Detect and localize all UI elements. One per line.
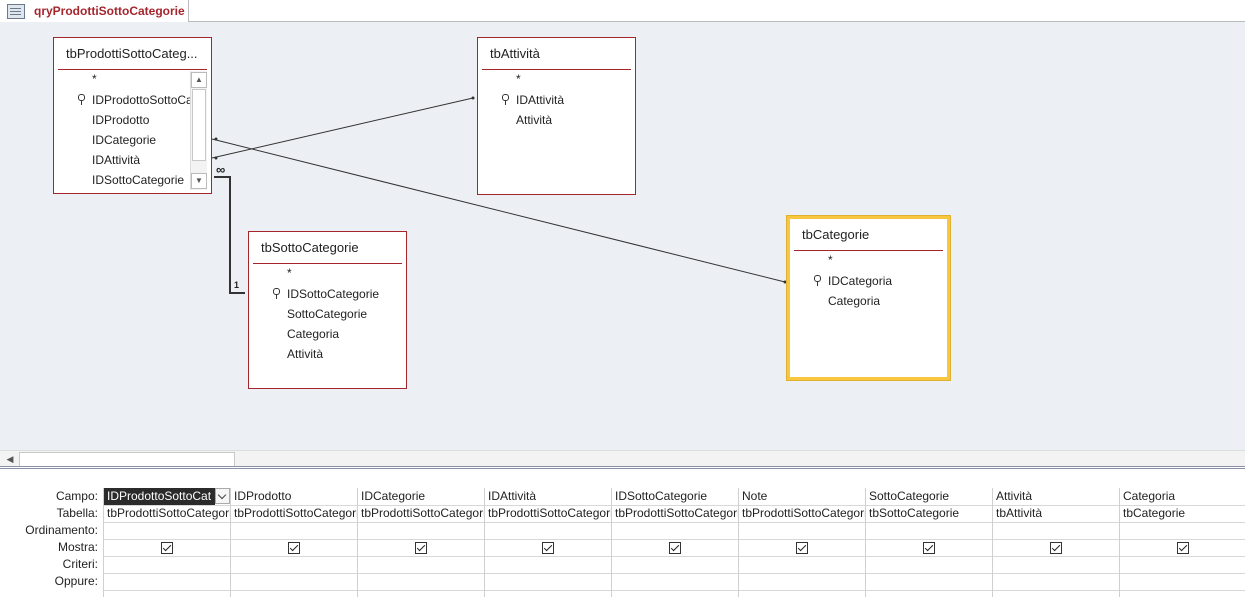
scroll-left-icon[interactable]: ◀ [6,454,14,464]
pane-splitter[interactable] [0,466,1245,474]
field-item[interactable]: Categoria [287,327,340,341]
grid-field-cell[interactable]: IDAttività [488,489,537,503]
query-tab-title: qryProdottiSottoCategorie [34,4,185,18]
show-checkbox[interactable] [161,542,173,554]
table-tbattivita[interactable]: tbAttività * IDAttività Attività [477,37,636,195]
table-title[interactable]: tbProdottiSottoCateg... [66,46,198,61]
field-item[interactable]: * [828,253,833,267]
table-scrollbar[interactable]: ▲ ▼ [190,71,207,190]
document-tab-bar: qryProdottiSottoCategorie [0,0,1245,22]
field-item[interactable]: SottoCategorie [287,307,368,321]
field-item[interactable]: Attività [516,113,553,127]
query-grid: Campo: Tabella: Ordinamento: Mostra: Cri… [0,474,1245,597]
table-tbcategorie[interactable]: tbCategorie * IDCategoria Categoria [786,215,951,381]
field-item[interactable]: IDAttività [92,153,141,167]
grid-table-cell[interactable]: tbProdottiSottoCategorie [742,506,865,520]
row-label-criteri: Criteri: [62,557,98,571]
grid-field-cell[interactable]: IDCategorie [361,489,426,503]
field-item[interactable]: * [287,266,292,280]
row-label-tabella: Tabella: [56,506,98,520]
table-title[interactable]: tbAttività [490,46,540,61]
grid-table-cell[interactable]: tbSottoCategorie [869,506,960,520]
relation-one-marker: 1 [234,280,240,290]
relation-many-marker: ∞ [216,162,226,177]
scroll-up-icon[interactable]: ▲ [191,72,207,88]
row-label-campo: Campo: [55,489,98,503]
grid-column[interactable]: IDCategorie tbProdottiSottoCategorie [357,488,485,597]
field-item[interactable]: IDProdotto [92,113,150,127]
grid-field-cell[interactable]: Note [742,489,768,503]
show-checkbox[interactable] [415,542,427,554]
grid-column[interactable]: Categoria tbCategorie [1119,488,1245,597]
query-design-surface[interactable]: ∞ 1 tbProdottiSottoCateg... * IDProdotto… [0,22,1245,450]
field-item[interactable]: Categoria [828,294,881,308]
grid-table-cell[interactable]: tbProdottiSottoCategorie [488,506,611,520]
grid-column[interactable]: Note tbProdottiSottoCategorie [738,488,866,597]
field-item[interactable]: IDCategorie [92,133,157,147]
scroll-down-icon[interactable]: ▼ [191,173,207,189]
grid-column[interactable]: Attività tbAttività [992,488,1120,597]
join-line-sottocategorie [214,176,245,294]
grid-column[interactable]: SottoCategorie tbSottoCategorie [865,488,993,597]
row-label-oppure: Oppure: [54,574,98,588]
grid-field-cell[interactable]: Categoria [1123,489,1176,503]
show-checkbox[interactable] [923,542,935,554]
field-item[interactable]: Attività [287,347,324,361]
tab-divider [188,21,1245,22]
key-icon [273,288,280,299]
row-label-ordinamento: Ordinamento: [25,523,98,537]
table-title[interactable]: tbSottoCategorie [261,240,359,255]
join-line-categorie [211,138,786,283]
field-item[interactable]: IDAttività [516,93,565,107]
grid-field-cell[interactable]: SottoCategorie [869,489,950,503]
show-checkbox[interactable] [669,542,681,554]
show-checkbox[interactable] [288,542,300,554]
relationship-lines [211,96,787,294]
field-item[interactable]: IDSottoCategorie [92,173,185,187]
grid-column[interactable]: IDAttività tbProdottiSottoCategorie [484,488,612,597]
grid-field-cell[interactable]: IDSottoCategorie [615,489,708,503]
grid-table-cell[interactable]: tbCategorie [1123,506,1186,520]
grid-table-cell[interactable]: tbProdottiSottoCategorie [234,506,357,520]
show-checkbox[interactable] [796,542,808,554]
table-tbprodottisottocategorie[interactable]: tbProdottiSottoCateg... * IDProdottoSott… [53,37,212,194]
key-icon [502,94,509,105]
grid-table-cell[interactable]: tbProdottiSottoCategorie [361,506,484,520]
grid-column[interactable]: IDSottoCategorie tbProdottiSottoCategorie [611,488,739,597]
grid-column[interactable]: IDProdotto tbProdottiSottoCategorie [230,488,358,597]
grid-table-cell[interactable]: tbProdottiSottoCategorie [615,506,738,520]
grid-field-cell[interactable]: IDProdottoSottoCat [104,488,215,505]
grid-table-cell[interactable]: tbAttività [996,506,1043,520]
key-icon [814,275,821,286]
key-icon [78,94,85,105]
table-tbsottocategorie[interactable]: tbSottoCategorie * IDSottoCategorie Sott… [248,231,407,389]
query-icon [7,4,25,19]
field-item[interactable]: * [516,72,521,86]
scroll-thumb[interactable] [192,89,206,161]
field-item[interactable]: * [92,72,97,86]
row-label-mostra: Mostra: [57,540,98,554]
scroll-thumb[interactable] [19,452,235,467]
grid-table-cell[interactable]: tbProdottiSottoCategorie [107,506,230,520]
join-line-attivita [211,97,474,159]
table-title[interactable]: tbCategorie [802,227,870,242]
grid-field-cell[interactable]: IDProdotto [234,489,292,503]
query-tab[interactable]: qryProdottiSottoCategorie [0,0,189,22]
field-item[interactable]: IDCategoria [828,274,893,288]
chevron-down-icon[interactable] [215,488,230,504]
field-item[interactable]: IDProdottoSottoCa [92,93,190,107]
field-item[interactable]: IDSottoCategorie [287,287,380,301]
show-checkbox[interactable] [1050,542,1062,554]
show-checkbox[interactable] [542,542,554,554]
show-checkbox[interactable] [1177,542,1189,554]
grid-field-cell[interactable]: Attività [996,489,1033,503]
design-horizontal-scrollbar[interactable]: ◀ [0,450,1245,467]
